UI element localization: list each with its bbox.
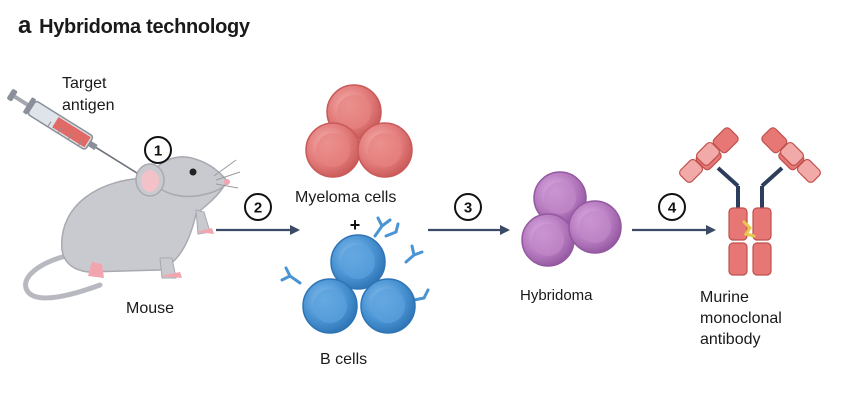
arrow-step-2: 2 [216,193,300,235]
antibody-icon [679,127,821,276]
arrow-step-3: 3 [428,193,510,235]
myeloma-label: Myeloma cells [295,189,396,206]
antibody-label-2: monoclonal [700,310,782,327]
hybridoma-label: Hybridoma [520,287,593,304]
antibody-label-1: Murine [700,289,749,306]
hybridoma-cells-icon [521,171,622,267]
myeloma-cells-icon [305,84,413,178]
panel-letter: a [18,12,32,39]
figure-title: a Hybridoma technology [18,12,250,40]
plus-sign: + [350,215,361,235]
mouse-icon [23,156,241,301]
arrow-step-4: 4 [632,193,716,235]
target-antigen-label-1: Target [62,75,107,92]
mouse-label: Mouse [126,300,174,317]
step-1-number: 1 [154,143,162,160]
target-antigen-label-2: antigen [62,97,115,114]
step-4-number: 4 [668,200,677,217]
step-3-number: 3 [464,200,472,217]
step-1-badge: 1 [144,136,172,164]
title-text: Hybridoma technology [39,16,250,38]
step-2-number: 2 [254,200,262,217]
b-cells-label: B cells [320,351,367,368]
antibody-label-3: antibody [700,331,761,348]
b-cells-icon [280,216,430,334]
syringe-icon [7,89,145,178]
